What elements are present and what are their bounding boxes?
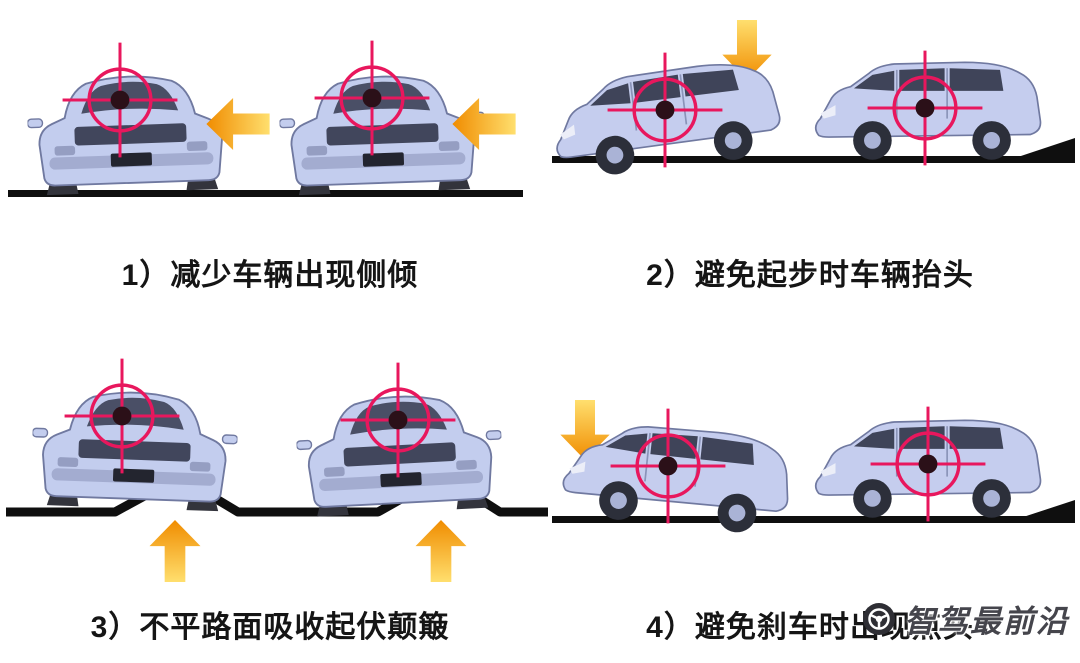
steering-wheel-badge-icon	[863, 602, 895, 635]
panel-3-scene	[6, 356, 548, 582]
panel-3-caption: 3）不平路面吸收起伏颠簸	[90, 611, 450, 644]
ground-line	[8, 190, 523, 197]
ground-line	[552, 516, 1072, 523]
upward-force-arrow-icon	[149, 520, 201, 582]
watermark: 智驾最前沿	[862, 596, 1069, 641]
watermark-text: 智驾最前沿	[904, 604, 1069, 639]
car-rear-view-left	[25, 72, 236, 197]
panel-2-scene	[548, 20, 1075, 183]
ramp-wedge	[1005, 500, 1075, 523]
panel-1-caption: 1）减少车辆出现侧倾	[121, 259, 419, 292]
ground-line	[552, 156, 1072, 163]
upward-force-arrow-icon	[415, 520, 467, 582]
panel-2-caption: 2）避免起步时车辆抬头	[646, 259, 974, 292]
panel-1-scene	[8, 38, 523, 197]
panel-4-scene	[552, 400, 1075, 539]
ramp-wedge	[1000, 138, 1075, 163]
car-rear-view-right	[277, 72, 488, 197]
car-rear-view-left	[29, 388, 240, 513]
panel-4-caption: 4）避免刹车时出现点头	[646, 611, 974, 644]
car-rear-view-right	[293, 390, 506, 519]
